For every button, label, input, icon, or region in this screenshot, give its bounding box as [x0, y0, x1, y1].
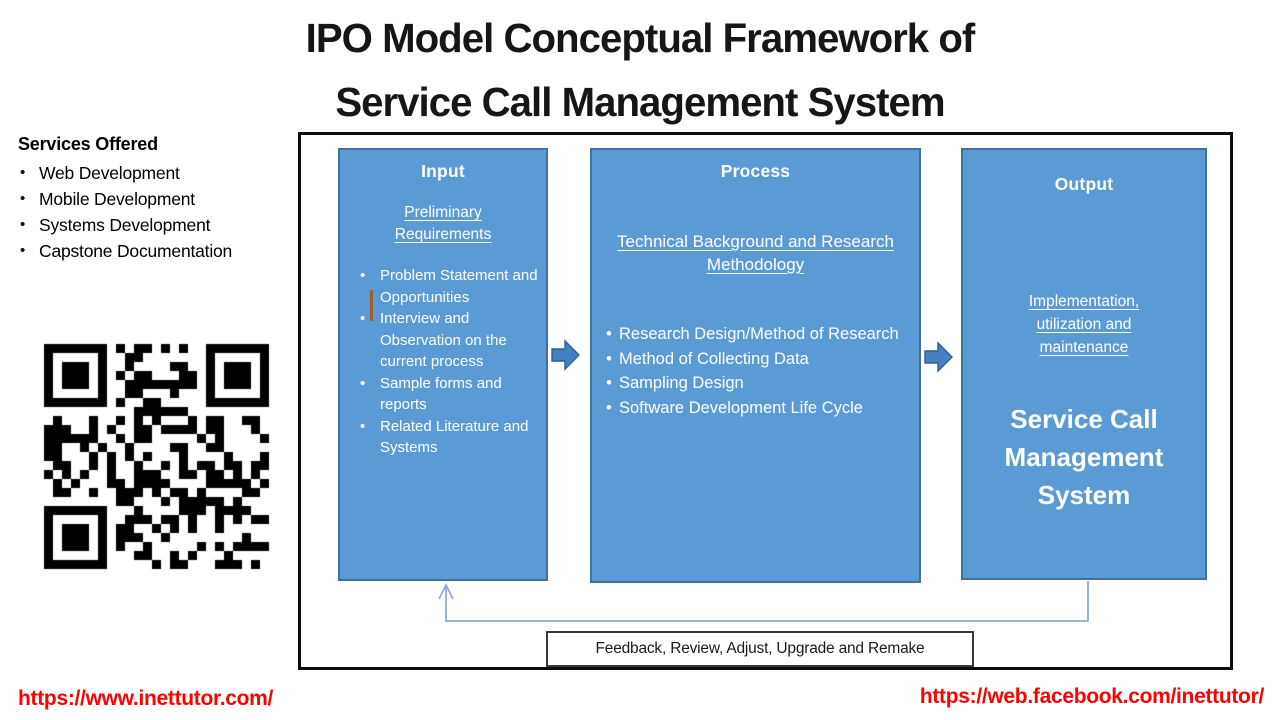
- input-bullet-list: Problem Statement and OpportunitiesInter…: [358, 265, 538, 459]
- output-heading: Output: [1054, 174, 1114, 194]
- ipo-diagram: Input Preliminary Requirements Problem S…: [298, 132, 1233, 670]
- services-offered-heading: Services Offered: [18, 134, 158, 154]
- input-bullet-item: Related Literature and Systems: [358, 416, 538, 459]
- process-bullet-item: Research Design/Method of Research: [606, 322, 911, 347]
- input-heading: Input: [421, 161, 465, 181]
- process-bullet-item: Method of Collecting Data: [606, 347, 911, 372]
- page-title-line2: Service Call Management System: [335, 79, 945, 125]
- process-bullet-item: Software Development Life Cycle: [606, 396, 911, 421]
- input-to-process-arrow-icon: [551, 339, 580, 371]
- output-box: Output Implementation, utilization and m…: [961, 148, 1207, 580]
- services-offered-item: Mobile Development: [18, 186, 298, 212]
- page-title: IPO Model Conceptual Framework of Servic…: [0, 6, 1280, 134]
- feedback-label-box: Feedback, Review, Adjust, Upgrade and Re…: [546, 631, 974, 667]
- process-bullet-list: Research Design/Method of ResearchMethod…: [606, 322, 911, 420]
- input-bullet-item: Problem Statement and Opportunities: [358, 265, 538, 308]
- process-to-output-arrow-icon: [924, 341, 953, 373]
- process-box: Process Technical Background and Researc…: [590, 148, 921, 583]
- qr-code: [42, 340, 274, 576]
- services-offered-panel: Services Offered Web DevelopmentMobile D…: [18, 134, 298, 264]
- services-offered-item: Systems Development: [18, 212, 298, 238]
- output-result-label: Service Call Management System: [1004, 404, 1164, 510]
- input-bullet-item: Sample forms and reports: [358, 373, 538, 416]
- facebook-link[interactable]: https://web.facebook.com/inettutor/: [919, 685, 1264, 708]
- feedback-label: Feedback, Review, Adjust, Upgrade and Re…: [595, 640, 925, 657]
- services-offered-item: Web Development: [18, 160, 298, 186]
- services-offered-list: Web DevelopmentMobile DevelopmentSystems…: [18, 160, 298, 264]
- process-heading: Process: [720, 161, 791, 181]
- process-subheading: Technical Background and Research Method…: [617, 232, 894, 274]
- process-bullet-item: Sampling Design: [606, 371, 911, 396]
- input-box: Input Preliminary Requirements Problem S…: [338, 148, 548, 581]
- inettutor-link[interactable]: https://www.inettutor.com/: [18, 687, 274, 710]
- page-title-line1: IPO Model Conceptual Framework of: [305, 15, 976, 61]
- services-offered-item: Capstone Documentation: [18, 238, 298, 264]
- input-bullet-item: Interview and Observation on the current…: [358, 308, 538, 373]
- input-subheading: Preliminary Requirements: [394, 204, 492, 243]
- output-subheading: Implementation, utilization and maintena…: [1028, 293, 1140, 356]
